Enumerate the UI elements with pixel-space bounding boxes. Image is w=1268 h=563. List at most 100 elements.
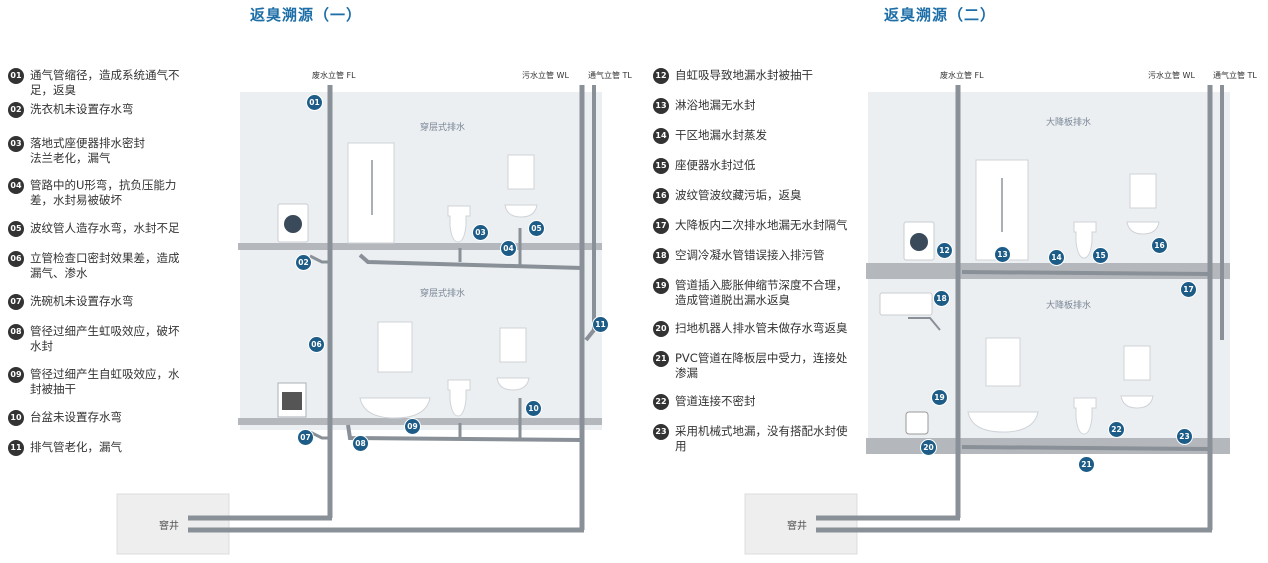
diagram-badge-09: 09 — [405, 419, 420, 434]
left-radiator — [377, 321, 413, 373]
item-text: 波纹管人造存水弯，水封不足 — [30, 221, 180, 235]
right-zone-upper: 大降板排水 — [1046, 118, 1092, 128]
right-lower-branch — [961, 445, 1211, 451]
item-text: 座便器水封过低 — [675, 158, 756, 172]
item-text: 管径过细产生自虹吸效应，水封被抽干 — [30, 367, 180, 396]
list-item: 10 台盆未设置存水弯 — [8, 410, 188, 440]
right-mirror — [1129, 173, 1157, 209]
diagram-badge-22: 22 — [1109, 422, 1124, 437]
item-text: 立管检查口密封效果差，造成漏气、渗水 — [30, 251, 180, 280]
item-text: 波纹管波纹藏污垢，返臭 — [675, 188, 802, 202]
left-lower-basin — [496, 377, 530, 391]
item-text: 管径过细产生虹吸效应，破坏水封 — [30, 324, 180, 353]
diagram-badge-20: 20 — [921, 440, 936, 455]
item-text: 扫地机器人排水管未做存水弯返臭 — [675, 321, 848, 335]
right-lower-mirror — [1123, 345, 1151, 381]
left-wall — [240, 92, 602, 430]
item-text: 采用机械式地漏，没有搭配水封使用 — [675, 424, 848, 453]
left-wl-label: 污水立管 WL — [522, 71, 569, 80]
item-number: 06 — [8, 251, 24, 267]
right-lower-toilet — [1073, 397, 1097, 435]
diagram-badge-16: 16 — [1152, 238, 1167, 253]
item-number: 22 — [653, 394, 669, 410]
item-text: 干区地漏水封蒸发 — [675, 128, 767, 142]
item-text: 排气管老化，漏气 — [30, 440, 122, 454]
diagram-badge-08: 08 — [353, 436, 368, 451]
diagram-badge-13: 13 — [995, 247, 1010, 262]
item-number: 04 — [8, 178, 24, 194]
item-number: 14 — [653, 128, 669, 144]
left-tl-pipe — [584, 85, 596, 342]
item-number: 12 — [653, 68, 669, 84]
right-tl-label: 通气立管 TL — [1213, 71, 1257, 80]
list-item: 05 波纹管人造存水弯，水封不足 — [8, 221, 188, 251]
item-number: 05 — [8, 221, 24, 237]
diagram-badge-10: 10 — [526, 401, 541, 416]
diagram-badge-02: 02 — [296, 255, 311, 270]
item-number: 10 — [8, 410, 24, 426]
left-upper-slab — [238, 243, 602, 250]
item-text: 台盆未设置存水弯 — [30, 410, 122, 424]
right-washer-door — [910, 233, 928, 251]
list-item: 18 空调冷凝水管错误接入排污管 — [653, 248, 849, 278]
diagram-badge-11: 11 — [593, 317, 608, 332]
left-tl-label: 通气立管 TL — [588, 71, 632, 80]
item-number: 17 — [653, 218, 669, 234]
left-basin — [504, 204, 538, 218]
right-toilet — [1073, 221, 1097, 259]
item-text: 大降板内二次排水地漏无水封隔气 — [675, 218, 848, 232]
item-text: 空调冷凝水管错误接入排污管 — [675, 248, 825, 262]
diagram-badge-21: 21 — [1079, 457, 1094, 472]
item-number: 13 — [653, 98, 669, 114]
right-radiator — [985, 337, 1021, 387]
item-number: 16 — [653, 188, 669, 204]
right-basin — [1126, 221, 1160, 235]
diagram-badge-03: 03 — [473, 225, 488, 240]
item-number: 09 — [8, 367, 24, 383]
diagram-badge-05: 05 — [529, 221, 544, 236]
left-pit-box — [116, 493, 230, 555]
item-text: 洗衣机未设置存水弯 — [30, 102, 134, 116]
item-number: 18 — [653, 248, 669, 264]
right-pit-label: 窨井 — [787, 521, 807, 532]
left-lower-branch — [346, 424, 583, 442]
right-lower-basin — [1120, 395, 1154, 409]
left-pit-label: 窨井 — [159, 521, 179, 532]
list-item: 16 波纹管波纹藏污垢，返臭 — [653, 188, 849, 218]
list-item: 08 管径过细产生虹吸效应，破坏水封 — [8, 324, 188, 367]
right-building — [744, 85, 1230, 555]
item-number: 15 — [653, 158, 669, 174]
right-upper-branch — [961, 270, 1211, 276]
diagram-badge-12: 12 — [937, 243, 952, 258]
right-air-conditioner — [879, 292, 933, 316]
diagram-badge-04: 04 — [501, 241, 516, 256]
item-text: 落地式座便器排水密封法兰老化，漏气 — [30, 136, 145, 165]
left-title: 返臭溯源（一） — [250, 6, 363, 24]
diagram-badge-15: 15 — [1093, 248, 1108, 263]
list-item: 06 立管检查口密封效果差，造成漏气、渗水 — [8, 251, 188, 294]
list-item: 15 座便器水封过低 — [653, 158, 849, 188]
right-zone-lower: 大降板排水 — [1046, 301, 1092, 311]
left-lower-slab — [238, 418, 602, 425]
left-washer-door — [284, 215, 302, 233]
left-building — [116, 85, 602, 555]
right-title: 返臭溯源（二） — [884, 6, 997, 24]
right-wl-label: 污水立管 WL — [1148, 71, 1195, 80]
left-dishwasher-pipe — [309, 430, 330, 440]
item-text: PVC管道在降板层中受力，连接处渗漏 — [675, 351, 848, 380]
item-number: 08 — [8, 324, 24, 340]
right-bathtub — [967, 411, 1039, 433]
diagram-badge-18: 18 — [934, 291, 949, 306]
left-mirror — [507, 154, 535, 190]
